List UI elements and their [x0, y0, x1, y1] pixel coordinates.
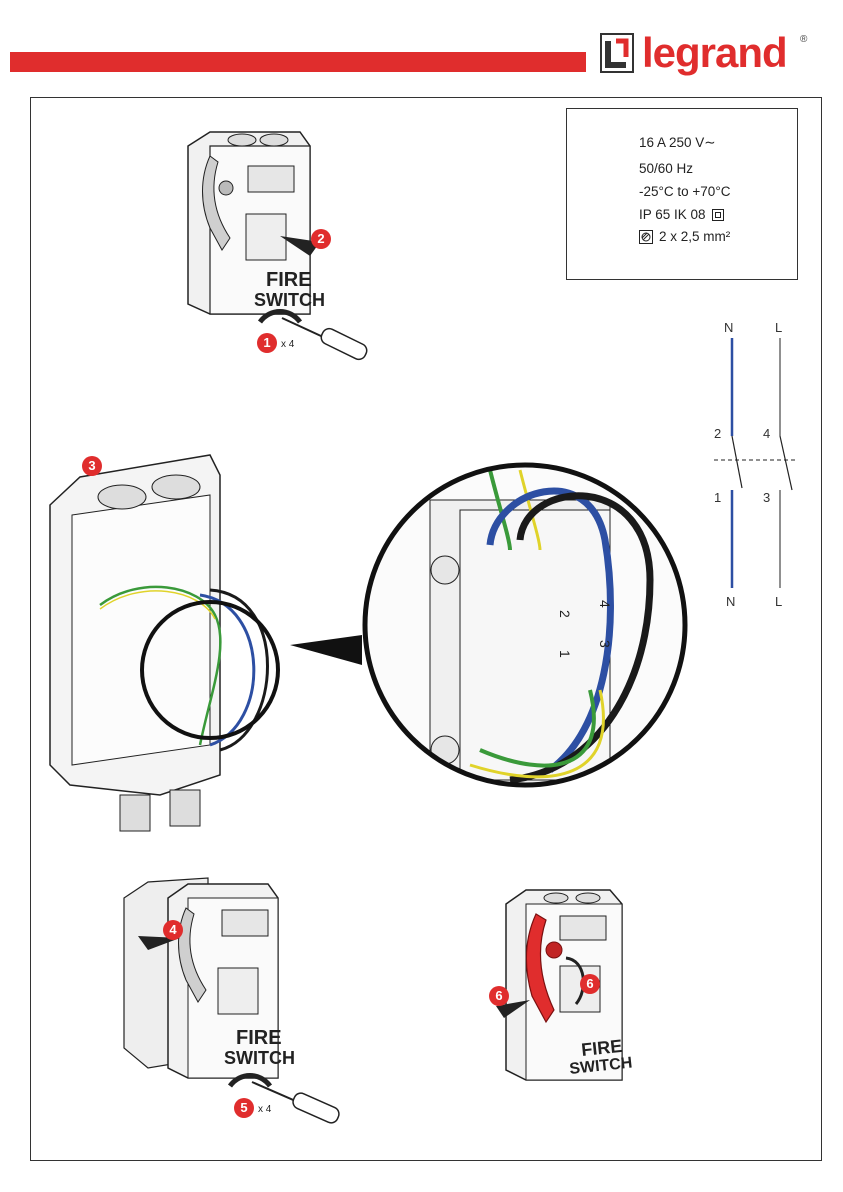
enclosure-label-switch-2: SWITCH	[224, 1048, 295, 1068]
registered-mark: ®	[800, 34, 807, 45]
wiring-top-l: L	[775, 320, 782, 335]
step-badge-5: 5	[234, 1098, 254, 1118]
step-badge-3: 3	[82, 456, 102, 476]
zoom-terminal-1: 1	[557, 650, 573, 658]
step-badge-1: 1	[257, 333, 277, 353]
wiring-terminal-2: 2	[714, 426, 721, 441]
header-red-bar	[10, 52, 586, 72]
wiring-bottom-n: N	[726, 594, 735, 609]
step-1-quantity: x 4	[281, 339, 294, 350]
legrand-logo-mark-icon	[600, 33, 634, 73]
spec-wire-section: 2 x 2,5 mm²	[639, 229, 730, 244]
zoom-terminal-4: 4	[597, 600, 613, 608]
wiring-terminal-4: 4	[763, 426, 770, 441]
spec-frequency-text: 50/60 Hz	[639, 161, 693, 176]
spec-rating-text: 16 A 250 V∼	[639, 135, 716, 151]
enclosure-label-switch: SWITCH	[254, 290, 325, 310]
terminal-zoom-detail: 2 4 1 3	[350, 450, 700, 800]
spec-frequency: 50/60 Hz	[639, 161, 693, 176]
double-insulation-icon	[712, 209, 724, 221]
wire-section-icon	[639, 230, 653, 244]
specifications-box: 16 A 250 V∼ 50/60 Hz -25°C to +70°C IP 6…	[566, 108, 798, 280]
enclosure-label-fire: FIRE	[266, 269, 312, 291]
enclosure-label-fire-2: FIRE	[236, 1027, 282, 1049]
brand-name: legrand	[642, 33, 787, 73]
spec-wire-section-text: 2 x 2,5 mm²	[659, 229, 730, 244]
zoom-terminal-2: 2	[557, 610, 573, 618]
step-5-quantity: x 4	[258, 1104, 271, 1115]
spec-temperature-text: -25°C to +70°C	[639, 184, 730, 199]
arrow-rotate-icon-2	[230, 1076, 270, 1087]
step-badge-6a: 6	[489, 986, 509, 1006]
wiring-bottom-l: L	[775, 594, 782, 609]
zoom-terminal-3: 3	[597, 640, 613, 648]
spec-temperature: -25°C to +70°C	[639, 184, 730, 199]
wiring-top-n: N	[724, 320, 733, 335]
step-badge-6b: 6	[580, 974, 600, 994]
spec-protection-text: IP 65 IK 08	[639, 207, 706, 222]
enclosure-handle-illustration: FIRE SWITCH	[490, 880, 640, 1090]
legrand-logo: legrand	[600, 30, 787, 76]
screwdriver-icon-2	[291, 1091, 341, 1125]
spec-rating: 16 A 250 V∼	[639, 135, 716, 151]
spec-protection: IP 65 IK 08	[639, 207, 724, 222]
screwdriver-icon	[319, 326, 369, 361]
wiring-diagram	[700, 318, 810, 618]
step-badge-2: 2	[311, 229, 331, 249]
wiring-terminal-3: 3	[763, 490, 770, 505]
enclosure-closing-illustration: FIRE SWITCH	[118, 868, 358, 1128]
enclosure-open-illustration: FIRE SWITCH	[170, 118, 380, 368]
wiring-terminal-1: 1	[714, 490, 721, 505]
step-badge-4: 4	[163, 920, 183, 940]
arrow-rotate-icon	[260, 312, 300, 323]
enclosure-wiring-illustration	[40, 445, 300, 835]
